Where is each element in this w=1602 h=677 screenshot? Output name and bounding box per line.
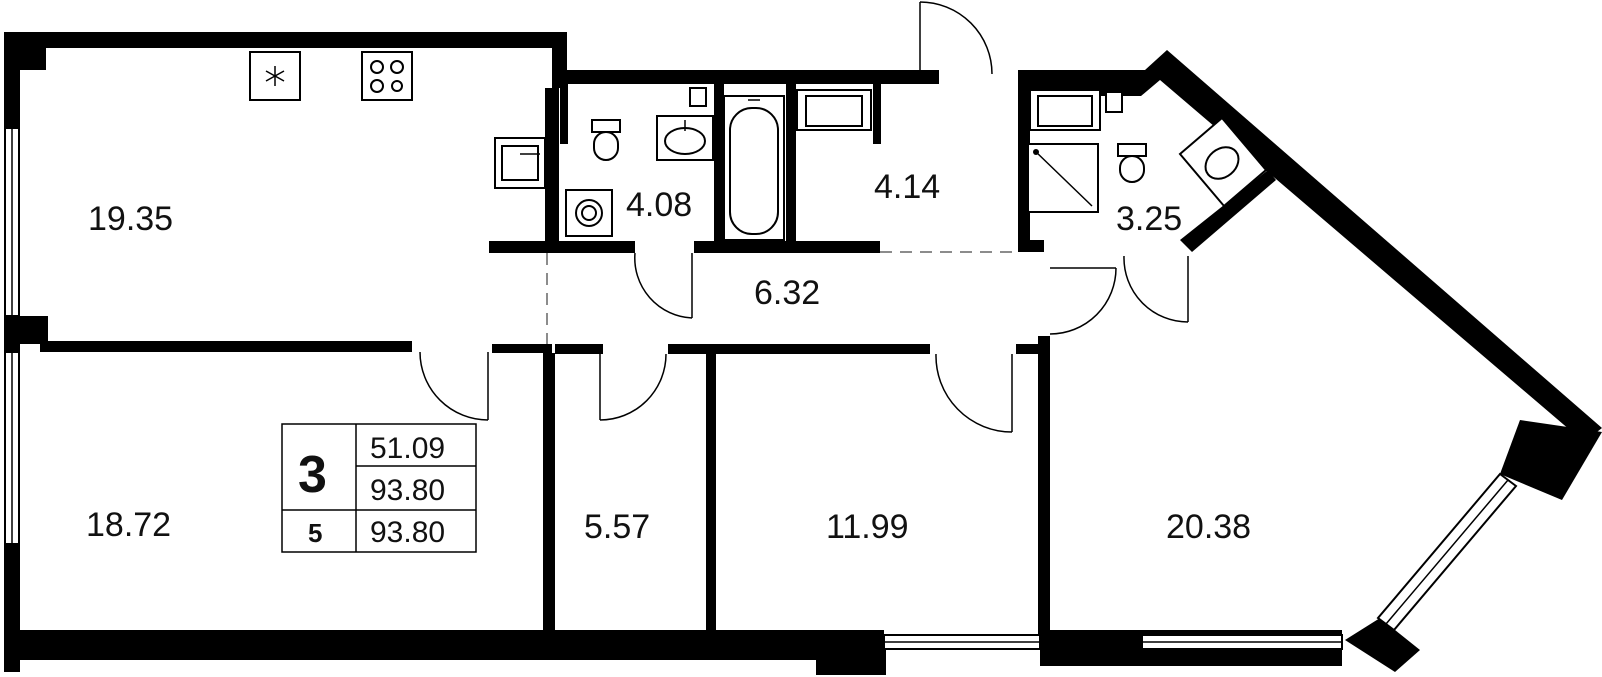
interior-walls: [40, 84, 1276, 644]
snowflake-icon: [249, 51, 301, 101]
window-left-bottom: [4, 351, 20, 545]
sink-icon: [656, 115, 714, 161]
zone-separators: [546, 251, 1018, 344]
floor-number: 5: [308, 518, 322, 548]
stove-icon: [361, 51, 413, 101]
door-bedroom-2: [935, 353, 1013, 433]
room-area-laundry: 4.14: [874, 168, 940, 206]
window-diagonal: [1376, 472, 1518, 632]
rooms-count: 3: [298, 446, 327, 504]
door-entrance: [919, 1, 993, 78]
room-area-bathroom-2: 3.25: [1116, 200, 1182, 238]
summary-badge: 3 51.09 93.80 5 93.80: [281, 423, 477, 553]
toilet-icon: [591, 119, 621, 161]
toilet-icon: [1117, 143, 1147, 183]
doors: [419, 1, 1189, 433]
dryer-icon: [1029, 89, 1101, 131]
room-area-bedroom-3: 20.38: [1166, 508, 1251, 546]
room-area-bathroom-1: 4.08: [626, 186, 692, 224]
room-area-wardrobe: 5.57: [584, 508, 650, 546]
sink-icon: [494, 137, 546, 189]
door-bedroom-1: [419, 351, 489, 421]
room-area-kitchen-living: 19.35: [88, 200, 173, 238]
sink-icon: [1178, 116, 1268, 208]
window-left-top: [4, 127, 20, 317]
window-bottom-1: [883, 634, 1041, 650]
window-bottom-2: [1141, 634, 1343, 650]
socket-icon: [689, 87, 707, 107]
door-bedroom-3: [1049, 267, 1117, 335]
bathtub-icon: [723, 95, 785, 241]
washing-machine-icon: [565, 189, 613, 237]
door-bathroom-1: [634, 252, 693, 319]
door-bathroom-2: [1123, 255, 1189, 323]
total-area: 93.80: [370, 474, 445, 507]
room-area-bedroom-1: 18.72: [86, 506, 171, 544]
socket-icon: [1105, 91, 1123, 113]
room-area-hallway: 6.32: [754, 274, 820, 312]
dryer-icon: [796, 89, 872, 131]
shower-icon: [1027, 143, 1099, 213]
door-wardrobe: [599, 353, 667, 421]
living-area: 51.09: [370, 432, 445, 465]
room-area-bedroom-2: 11.99: [826, 508, 909, 546]
total-area-alt: 93.80: [370, 516, 445, 549]
